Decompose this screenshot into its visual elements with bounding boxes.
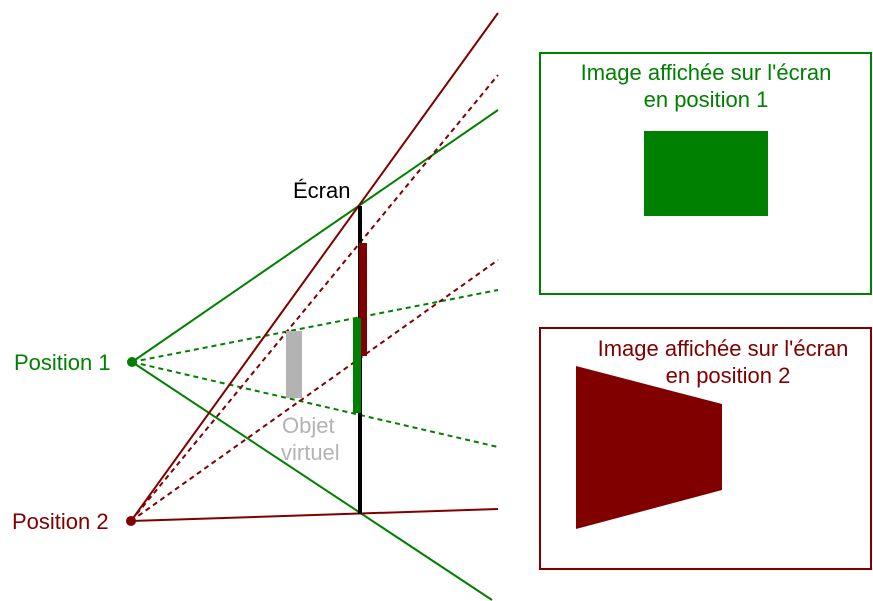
panel-position1-title-line2: en position 1 [644,87,769,112]
panel-position2: Image affichée sur l'écran en position 2 [539,327,872,570]
position1-ray-upper [131,109,499,363]
position2-point [126,516,136,526]
panel-position2-title-line1: Image affichée sur l'écran [598,336,849,361]
screen-label: Écran [293,178,350,203]
panel-position2-title-line2: en position 2 [666,363,791,388]
panel-position1-frame [539,52,872,295]
panel-position1-image [644,131,768,216]
position2-rays [130,12,499,522]
virtual-object-label-line2: virtuel [281,440,340,465]
position2-dashed-ray-lower [130,259,499,522]
position2-dashed-ray-upper [130,74,499,522]
panel-position2-image [576,366,722,529]
position1-label: Position 1 [14,350,111,375]
position1-point [127,357,137,367]
position1-dashed-ray-upper [131,289,499,363]
position2-label: Position 2 [12,509,109,534]
position2-ray-upper [130,12,499,522]
position1-ray-lower [131,361,493,601]
position1-rays [131,109,499,601]
panel-position1-title-line1: Image affichée sur l'écran [581,60,832,85]
virtual-object [286,331,302,398]
virtual-object-label-line1: Objet [282,413,335,438]
panel-position2-frame [539,327,872,570]
panel-position1: Image affichée sur l'écran en position 1 [539,52,872,295]
position2-ray-lower [130,508,499,522]
